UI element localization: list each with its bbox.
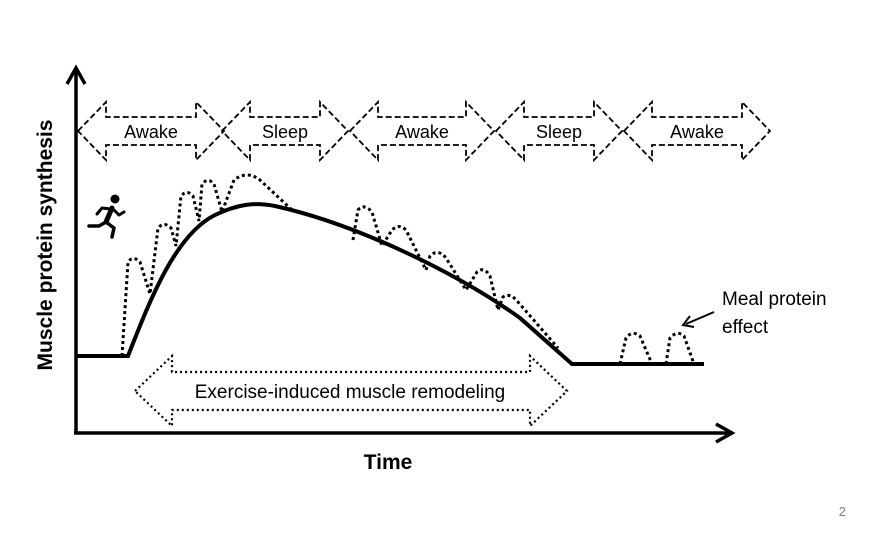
y-axis-label: Muscle protein synthesis xyxy=(34,120,57,371)
x-axis-label: Time xyxy=(364,451,413,474)
meal-annotation-line2: effect xyxy=(722,317,769,338)
phase-label-1: Awake xyxy=(124,122,178,142)
phase-arrow-2: Sleep xyxy=(220,99,350,163)
protein-synthesis-curve xyxy=(76,202,704,366)
slide-number: 2 xyxy=(839,504,846,519)
meal-protein-bumps xyxy=(618,331,696,365)
remodeling-arrow: Exercise-induced muscle remodeling xyxy=(133,353,569,429)
meal-annotation-arrowhead xyxy=(681,315,695,328)
phase-arrow-3: Awake xyxy=(348,99,496,163)
phase-label-4: Sleep xyxy=(536,122,582,142)
phase-label-5: Awake xyxy=(670,122,724,142)
phase-label-3: Awake xyxy=(395,122,449,142)
meal-annotation-arrow xyxy=(685,311,715,325)
meal-annotation-line1: Meal protein xyxy=(722,289,827,310)
phase-arrow-4: Sleep xyxy=(494,99,624,163)
phase-label-2: Sleep xyxy=(262,122,308,142)
meal-response-dotted-line xyxy=(120,173,560,357)
remodeling-label: Exercise-induced muscle remodeling xyxy=(195,382,505,403)
y-axis-arrowhead xyxy=(65,64,87,85)
phase-arrow-1: Awake xyxy=(76,99,226,163)
x-axis-arrowhead xyxy=(715,422,736,444)
running-person-icon xyxy=(87,194,126,239)
phase-arrow-5: Awake xyxy=(622,99,772,163)
